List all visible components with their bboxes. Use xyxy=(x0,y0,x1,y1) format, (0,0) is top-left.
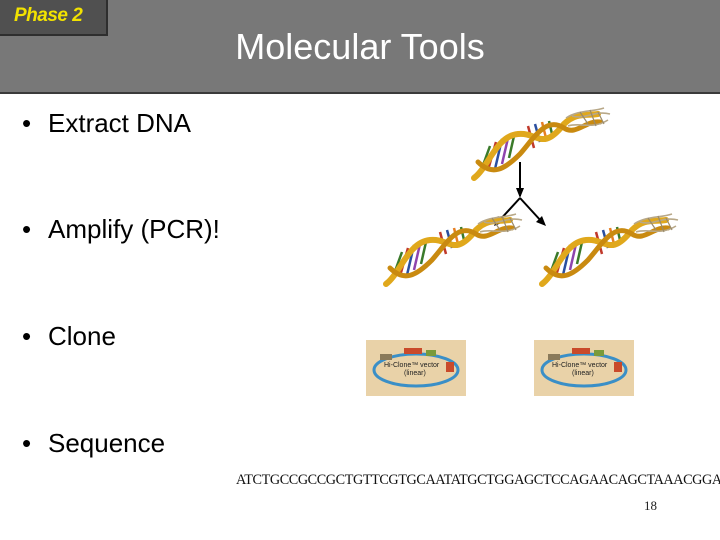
bullet-extract-dna: • Extract DNA xyxy=(22,108,191,139)
bullet-text: Extract DNA xyxy=(48,108,192,138)
title-bar: Phase 2 Molecular Tools xyxy=(0,0,720,94)
bullet-symbol: • xyxy=(22,321,32,351)
dna-helix-amplified-left xyxy=(380,212,526,288)
dna-helix-amplified-right xyxy=(536,212,682,288)
slide-title: Molecular Tools xyxy=(0,26,720,68)
bullet-sequence: • Sequence xyxy=(22,428,165,459)
plasmid-sublabel: (linear) xyxy=(572,370,594,377)
plasmid-card-right: Hi-Clone™ vector (linear) xyxy=(534,340,634,401)
bullet-text: Clone xyxy=(48,321,116,351)
bullet-symbol: • xyxy=(22,108,32,138)
plasmid-label: Hi-Clone™ vector xyxy=(552,362,608,369)
plasmid-vector-icon xyxy=(534,340,634,396)
plasmid-sublabel: (linear) xyxy=(404,370,426,377)
bullet-symbol: • xyxy=(22,214,32,244)
bullet-amplify: • Amplify (PCR)! xyxy=(22,214,220,245)
bullet-text: Sequence xyxy=(48,428,166,458)
bullet-text: Amplify (PCR)! xyxy=(48,214,220,244)
bullet-clone: • Clone xyxy=(22,321,116,352)
slide-title-text: Molecular Tools xyxy=(235,26,485,67)
dna-sequence: ATCTGCCGCCGCTGTTCGTGCAATATGCTGGAGCTCCAGA… xyxy=(236,472,720,488)
bullet-symbol: • xyxy=(22,428,32,458)
page-number: 18 xyxy=(644,498,657,513)
phase-label: Phase 2 xyxy=(14,5,83,26)
plasmid-card-left: Hi-Clone™ vector (linear) xyxy=(366,340,466,401)
phase-tab: Phase 2 xyxy=(0,0,108,36)
plasmid-label: Hi-Clone™ vector xyxy=(384,362,440,369)
plasmid-vector-icon xyxy=(366,340,466,396)
